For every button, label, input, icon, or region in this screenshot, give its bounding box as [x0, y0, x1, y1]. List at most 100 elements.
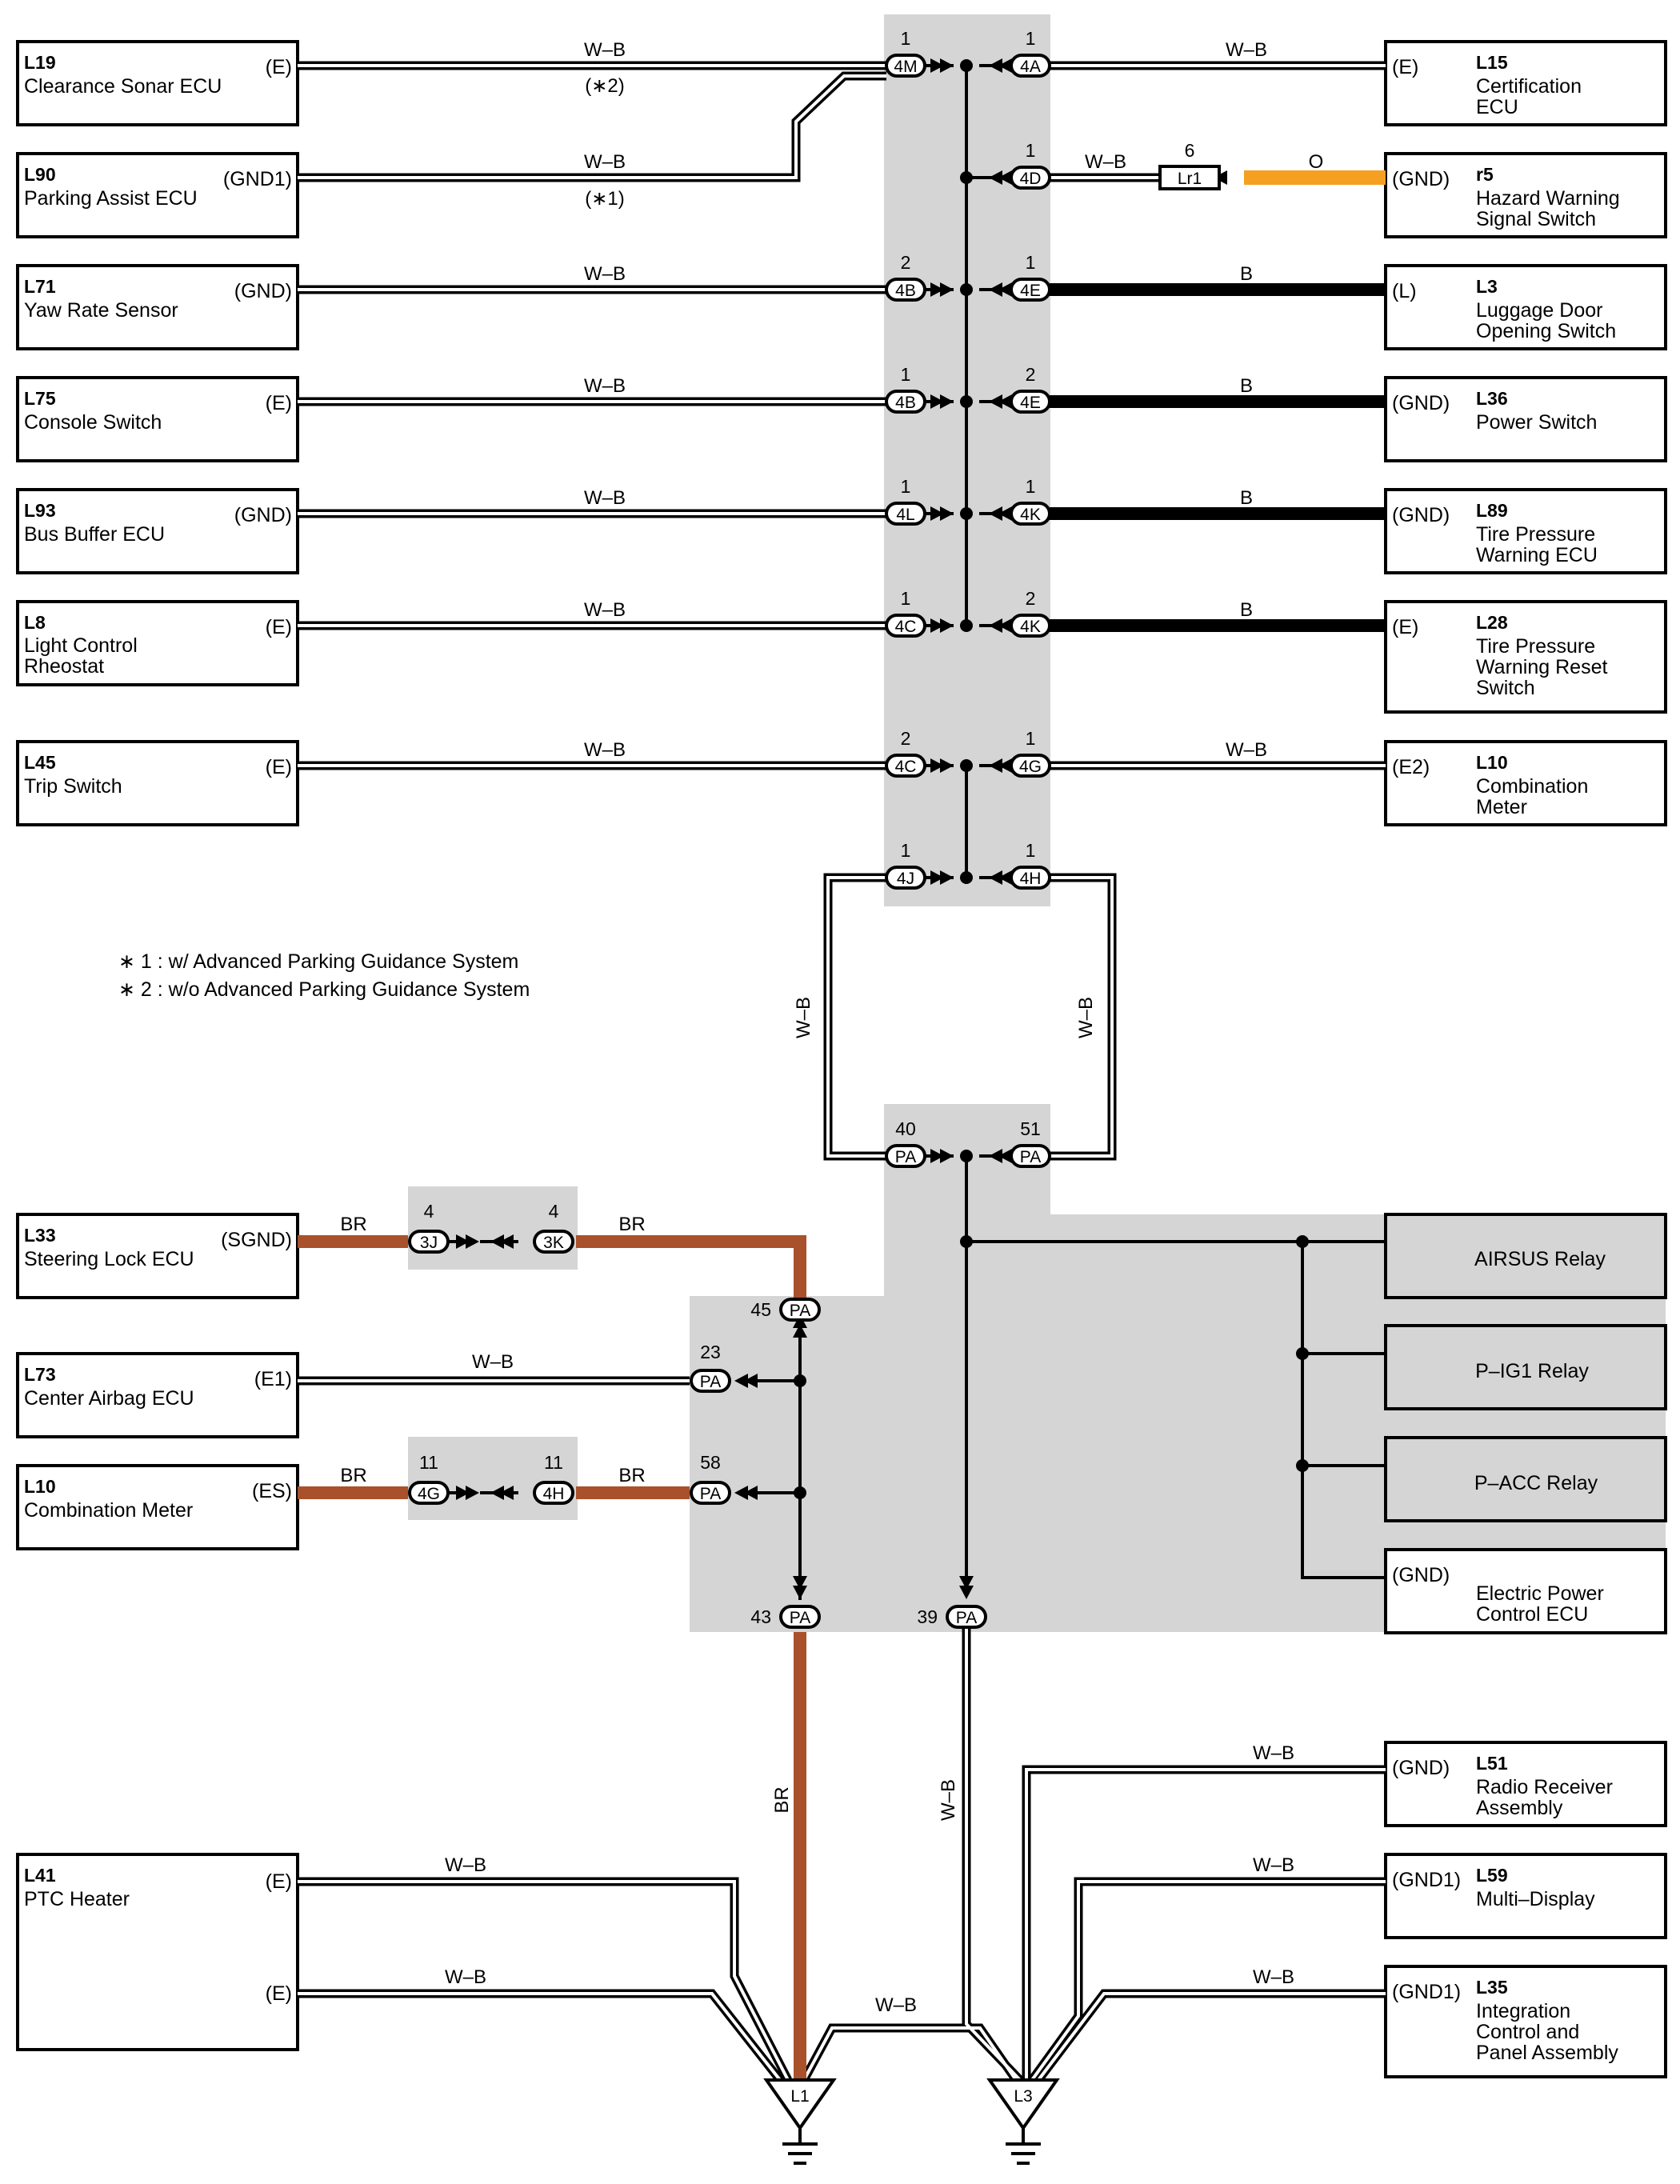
pin-label: (E): [266, 392, 292, 414]
component-code: L35: [1476, 1977, 1508, 1998]
wire-color-label: W–B: [584, 487, 626, 509]
wire-color-label: W–B: [1226, 739, 1267, 761]
connector-label: PA: [790, 1609, 810, 1627]
component-l36: (GND) L36 Power Switch: [1384, 376, 1667, 462]
component-l75: L75 Console Switch (E): [16, 376, 299, 462]
component-name: Radio Receiver: [1476, 1776, 1613, 1798]
option-ref: (∗2): [585, 75, 624, 97]
pin-number: 2: [901, 728, 911, 749]
pin-number: 1: [901, 28, 911, 49]
wire-color-label: W–B: [584, 39, 626, 61]
component-code: L59: [1476, 1865, 1508, 1886]
wire-color-label: W–B: [938, 1779, 959, 1821]
connector-label: Lr1: [1178, 170, 1202, 188]
component-name: Multi–Display: [1476, 1888, 1595, 1910]
connector-ovals: 4M 4A 4D 4B 4E 4B 4E 4L 4K 4C 4K 4C 4G 4…: [408, 54, 1221, 1629]
connector-4g-a: 4G: [1010, 754, 1051, 778]
connector-4h-a: 4H: [1010, 866, 1051, 890]
component-r5: (GND) r5 Hazard Warning Signal Switch: [1384, 152, 1667, 238]
component-code: L10: [24, 1476, 56, 1497]
pin-number: 2: [1026, 588, 1036, 609]
connector-pa-51: PA: [1010, 1144, 1051, 1168]
component-name: Meter: [1476, 796, 1527, 818]
wire-color-label: BR: [618, 1465, 645, 1486]
pin-label: (E): [266, 616, 292, 638]
component-l93: L93 Bus Buffer ECU (GND): [16, 488, 299, 574]
pin-number: 40: [895, 1118, 916, 1139]
note-2: ∗ 2 : w/o Advanced Parking Guidance Syst…: [118, 978, 530, 1001]
connector-label: 4E: [1020, 282, 1041, 300]
connector-4c-b: 4C: [885, 754, 926, 778]
component-name: Parking Assist ECU: [24, 187, 198, 210]
component-name: Control ECU: [1476, 1603, 1588, 1626]
connector-4h-b: 4H: [533, 1481, 574, 1505]
connector-pa-43: PA: [779, 1605, 821, 1629]
option-ref: (∗1): [585, 188, 624, 210]
connector-4g-b: 4G: [408, 1481, 450, 1505]
component-l8: L8 Light Control Rheostat (E): [16, 600, 299, 686]
connector-label: 4H: [543, 1485, 565, 1503]
pin-label: (E): [1392, 56, 1418, 78]
wire-color-label: W–B: [1075, 997, 1097, 1038]
connector-label: 4A: [1020, 58, 1041, 76]
component-name: ECU: [1476, 96, 1518, 118]
wire-color-label: W–B: [1253, 1854, 1294, 1876]
wire-color-label: B: [1240, 375, 1253, 397]
component-code: L19: [24, 52, 56, 73]
component-name: Power Switch: [1476, 411, 1597, 434]
component-name: Center Airbag ECU: [24, 1387, 194, 1410]
component-name: Tire Pressure: [1476, 635, 1595, 658]
connector-label: 4J: [897, 870, 914, 888]
connector-label: 4K: [1020, 618, 1041, 636]
component-name: Integration: [1476, 2000, 1570, 2022]
component-name: Warning Reset: [1476, 656, 1607, 678]
pin-label: (GND): [1392, 392, 1450, 414]
pin-number: 11: [419, 1452, 438, 1473]
component-code: L10: [1476, 752, 1508, 773]
component-name: Console Switch: [24, 411, 162, 434]
component-l41: L41 PTC Heater (E) (E): [16, 1853, 299, 2051]
connector-label: 4G: [418, 1485, 440, 1503]
component-name: P–IG1 Relay: [1475, 1360, 1589, 1382]
pin-label: (L): [1392, 280, 1417, 302]
component-code: L51: [1476, 1753, 1508, 1774]
connector-pa-23: PA: [690, 1369, 731, 1393]
note-1: ∗ 1 : w/ Advanced Parking Guidance Syste…: [118, 950, 518, 973]
wire-color-label: BR: [771, 1786, 793, 1813]
pin-number: 1: [901, 476, 911, 497]
option-notes: ∗ 1 : w/ Advanced Parking Guidance Syste…: [118, 950, 530, 1001]
component-code: L73: [24, 1364, 56, 1385]
component-name: Steering Lock ECU: [24, 1248, 194, 1270]
ground-label: L1: [790, 2087, 809, 2106]
connector-label: PA: [1020, 1148, 1041, 1166]
component-code: r5: [1476, 164, 1494, 185]
wire-color-label: W–B: [1085, 151, 1126, 173]
pin-label: (E): [1392, 616, 1418, 638]
connector-4b-b: 4B: [885, 390, 926, 414]
pin-label: (GND): [234, 280, 292, 302]
component-code: L89: [1476, 500, 1508, 521]
wire-color-label: W–B: [584, 599, 626, 621]
connector-pa-40: PA: [885, 1144, 926, 1168]
component-name: Certification: [1476, 75, 1582, 98]
pin-label: (E): [266, 756, 292, 778]
pin-numbers: 1 1 1 6 2 1 1 2 1 1 1 2 2 1 1 1 40 51 4 …: [419, 28, 1194, 1627]
pin-number: 1: [1026, 252, 1036, 273]
component-name: Assembly: [1476, 1797, 1563, 1819]
component-name: Clearance Sonar ECU: [24, 75, 222, 98]
wire-color-label: W–B: [584, 263, 626, 285]
component-name: Opening Switch: [1476, 320, 1616, 342]
connector-label: 4K: [1020, 506, 1041, 524]
wire-color-label: W–B: [1253, 1742, 1294, 1764]
component-code: L71: [24, 276, 56, 297]
component-name: Light Control: [24, 634, 138, 657]
pin-number: 45: [750, 1299, 771, 1320]
pin-number: 1: [1026, 728, 1036, 749]
component-l15: (E) L15 Certification ECU: [1384, 40, 1667, 126]
connector-label: 4L: [896, 506, 914, 524]
connector-label: 3J: [420, 1234, 438, 1252]
pin-label: (GND): [1392, 168, 1450, 190]
pin-label: (E2): [1392, 756, 1430, 778]
pin-number: 23: [700, 1342, 721, 1362]
wire-color-label: W–B: [584, 151, 626, 173]
